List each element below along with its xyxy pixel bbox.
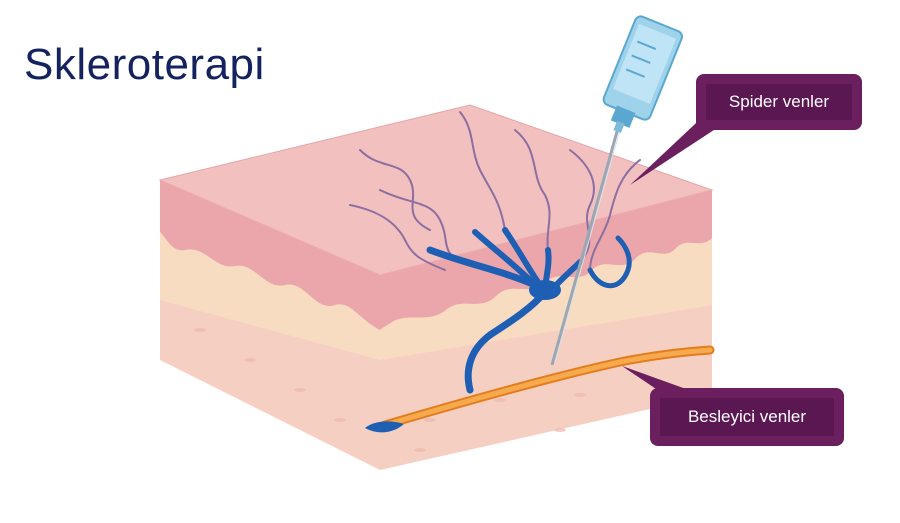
feeder-vein-blue-end bbox=[365, 421, 404, 433]
vein-junction bbox=[529, 280, 561, 300]
needle-shine bbox=[554, 129, 621, 363]
feeder-vein-highlight bbox=[382, 347, 713, 428]
surface-spider-veins bbox=[349, 111, 641, 271]
syringe bbox=[602, 15, 683, 134]
page-title: Skleroterapi bbox=[24, 40, 265, 89]
spider-veins-label: Spider venler bbox=[728, 92, 830, 111]
spider-callout-inner bbox=[706, 84, 852, 120]
feeder-veins-label: Besleyici venler bbox=[687, 407, 807, 426]
skin-left-pink-layer bbox=[160, 180, 380, 330]
blue-vein-network bbox=[426, 227, 632, 394]
needle-shaft bbox=[550, 127, 620, 366]
spider-callout-pointer bbox=[630, 110, 720, 185]
feeder-callout-inner bbox=[660, 398, 834, 436]
feeder-callout-pointer bbox=[622, 366, 700, 395]
